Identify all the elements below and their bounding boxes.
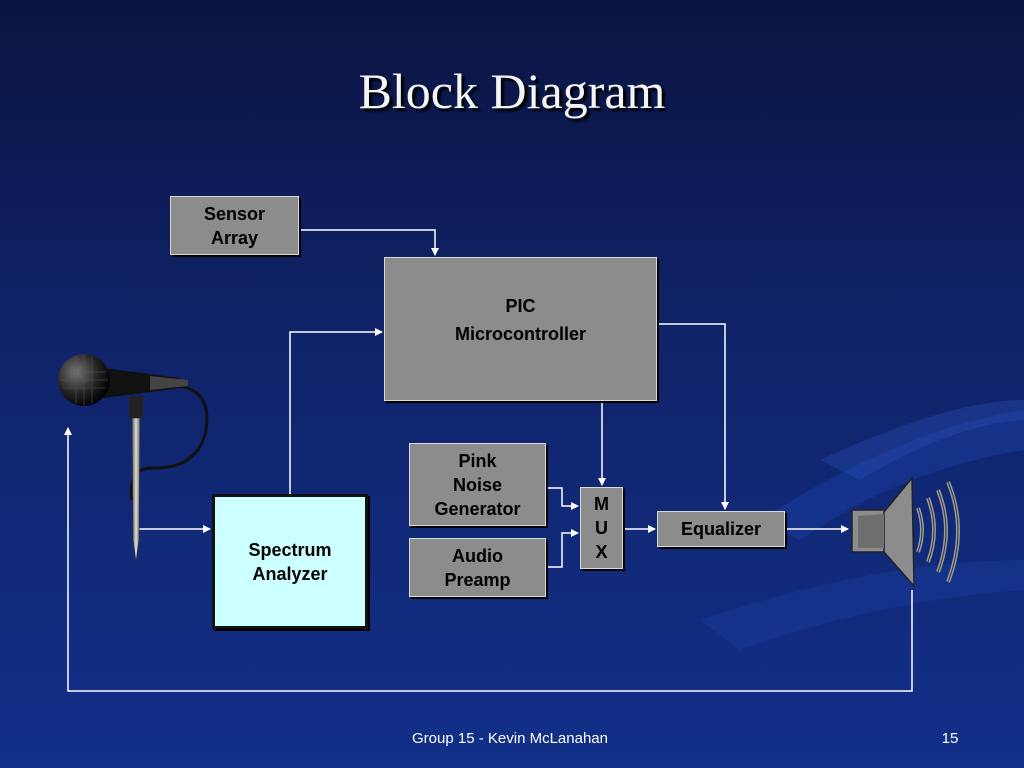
pink-noise-label-1: Pink (458, 450, 497, 471)
mux-block: M U X (580, 487, 623, 569)
audio-preamp-label-1: Audio (452, 545, 503, 566)
spectrum-analyzer-label-1: Spectrum (248, 539, 332, 560)
sensor-array-block: Sensor Array (170, 196, 299, 255)
mux-label-3: X (595, 542, 608, 562)
spectrum-analyzer-block: Spectrum Analyzer (212, 494, 368, 629)
pic-label-2: Microcontroller (454, 324, 587, 344)
slide-title: Block Diagram (358, 63, 666, 119)
equalizer-label: Equalizer (680, 519, 762, 539)
pink-noise-label-3: Generator (434, 498, 521, 519)
pic-microcontroller-block: PIC Microcontroller (384, 257, 657, 401)
audio-preamp-block: Audio Preamp (409, 538, 546, 597)
connector-pink-to-mux (546, 487, 579, 510)
mux-label-1: M (594, 494, 609, 514)
mux-label-2: U (595, 518, 608, 538)
connector-feedback-loop (64, 427, 913, 692)
spectrum-analyzer-label-2: Analyzer (252, 563, 328, 584)
equalizer-block: Equalizer (657, 511, 785, 547)
audio-preamp-label-2: Preamp (444, 569, 511, 590)
pink-noise-label-2: Noise (452, 474, 503, 495)
pic-label-1: PIC (505, 296, 536, 316)
page-number: 15 (941, 730, 959, 747)
pink-noise-generator-block: Pink Noise Generator (409, 443, 546, 526)
footer-text: Group 15 - Kevin McLanahan (412, 730, 608, 747)
connector-pic-to-equalizer (657, 323, 729, 510)
sensor-array-label-1: Sensor (203, 203, 266, 224)
connector-sensor-to-pic (299, 229, 439, 256)
connector-analyzer-to-pic (289, 328, 383, 494)
sensor-array-label-2: Array (210, 227, 259, 248)
connector-preamp-to-mux (546, 529, 579, 568)
